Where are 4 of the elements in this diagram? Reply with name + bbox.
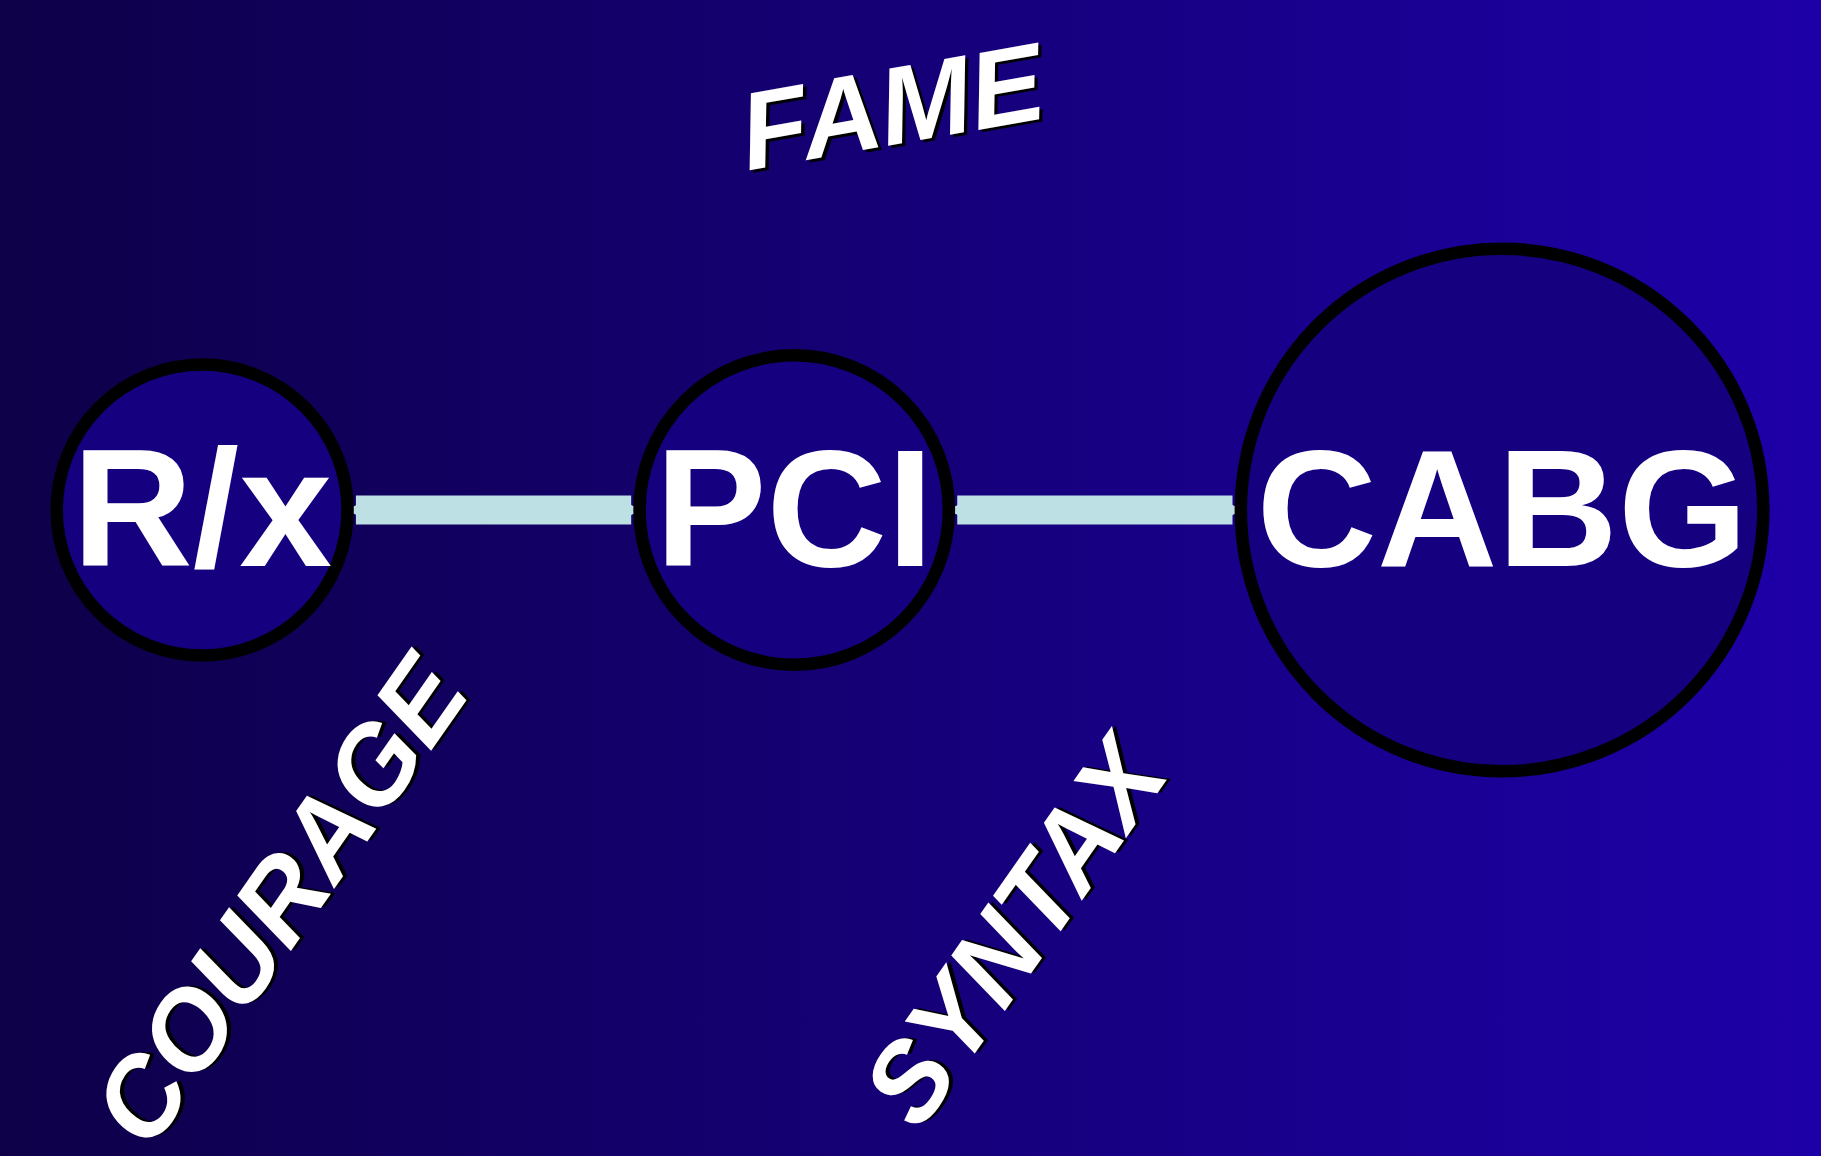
node-circle: PCI: [633, 349, 956, 671]
node-circle: CABG: [1234, 242, 1770, 778]
trial-name-label: FAME: [730, 17, 1053, 196]
node-circle: R/x: [50, 358, 354, 662]
